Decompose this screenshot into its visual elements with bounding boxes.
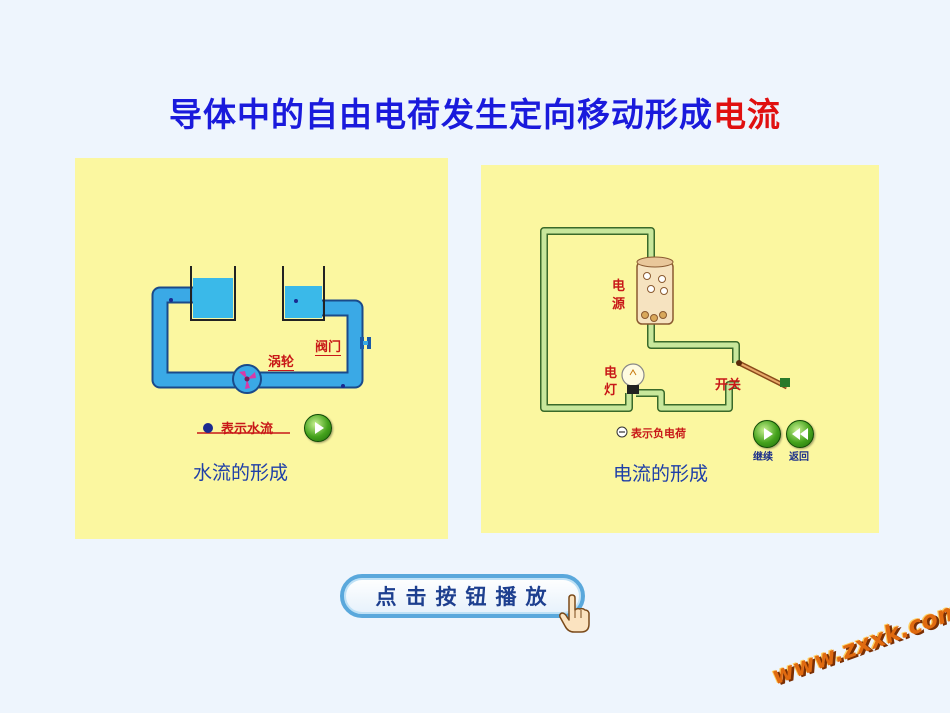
negative-charge-icon: [616, 426, 628, 438]
watermark: www.zxxk.com: [768, 595, 950, 691]
water-dot-icon: [203, 423, 213, 433]
water-play-button[interactable]: [304, 414, 332, 442]
back-label: 返回: [789, 452, 809, 463]
continue-button[interactable]: [753, 420, 781, 448]
play-icon: [315, 422, 324, 434]
lamp-label-2: 灯: [604, 383, 618, 398]
rewind-icon: [792, 428, 808, 440]
source-label-2: 源: [612, 297, 626, 312]
title-main: 导体中的自由电荷发生定向移动形成: [169, 95, 713, 134]
lamp-icon: [621, 363, 645, 394]
turbine-icon: [239, 371, 256, 389]
source-label-1: 电: [612, 279, 626, 294]
water-caption: 水流的形成: [193, 462, 289, 484]
page-title: 导体中的自由电荷发生定向移动形成电流: [0, 88, 950, 136]
title-accent: 电流: [713, 95, 781, 134]
back-button[interactable]: [786, 420, 814, 448]
lamp-label-1: 电: [604, 366, 618, 381]
valve-label: 阀门: [315, 336, 342, 356]
electric-circuit-diagram: [540, 227, 790, 438]
continue-label: 继续: [753, 452, 773, 463]
battery-icon: [636, 256, 674, 325]
play-button[interactable]: 点击按钮播放: [340, 574, 585, 618]
water-legend-label: 表示水流: [221, 422, 274, 437]
switch-icon: [736, 360, 790, 390]
play-icon: [764, 428, 773, 440]
water-circuit-diagram: [151, 266, 371, 434]
turbine-label: 涡轮: [268, 351, 295, 371]
play-button-label: 点击按钮播放: [375, 585, 556, 609]
valve-icon: [360, 337, 371, 349]
current-caption: 电流的形成: [613, 463, 709, 485]
water-flow-panel: 涡轮 阀门 表示水流 水流的形成: [75, 158, 448, 539]
electric-current-panel: 电 源 电 灯 开关 表示负电荷 继续 返回 电流的形成: [481, 165, 879, 533]
pointing-hand-icon: [559, 594, 590, 633]
charge-legend-label: 表示负电荷: [631, 427, 686, 440]
switch-label: 开关: [715, 378, 742, 393]
